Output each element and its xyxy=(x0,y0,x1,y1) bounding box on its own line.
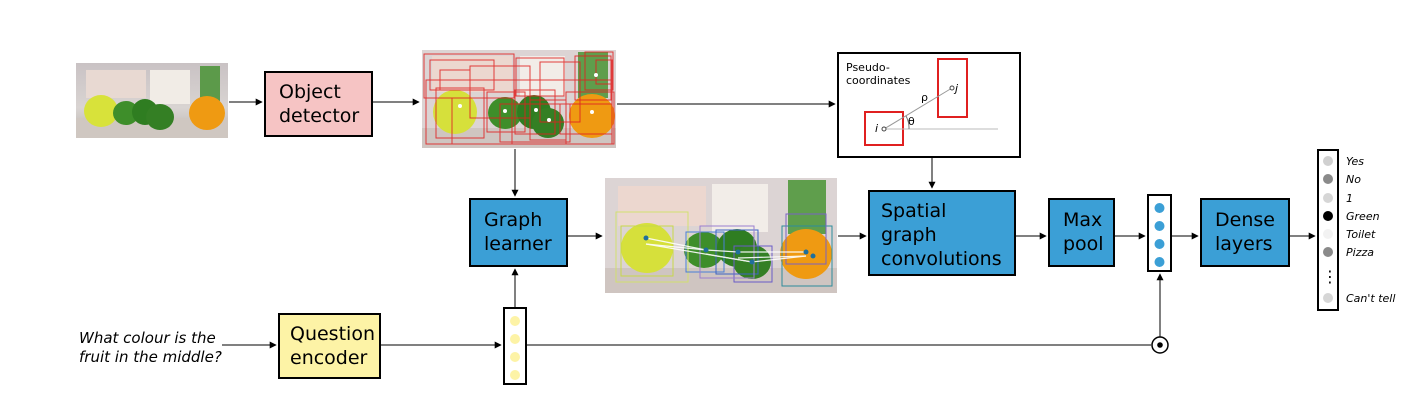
region-j-box xyxy=(937,58,968,118)
answer-dot-1 xyxy=(1323,193,1333,203)
node-j-label: j xyxy=(953,82,959,95)
pooled-feature-vector xyxy=(1147,194,1172,272)
max-pool-label-2: pool xyxy=(1063,233,1104,255)
spatial-label-3: convolutions xyxy=(881,248,1002,270)
spatial-label-1: Spatial xyxy=(881,200,946,222)
pseudo-title-2: coordinates xyxy=(846,74,911,87)
graph-learner-label-2: learner xyxy=(484,233,552,255)
answer-label-yes: Yes xyxy=(1346,155,1364,168)
node-j xyxy=(949,85,955,91)
answer-ellipsis: ⋮ xyxy=(1322,267,1338,286)
input-image xyxy=(76,63,228,138)
graph-learner-box: Graph learner xyxy=(469,198,568,267)
object-detector-label-2: detector xyxy=(279,105,359,127)
answer-label-no: No xyxy=(1346,173,1361,186)
node-i xyxy=(881,126,887,132)
learned-graph-image xyxy=(605,178,837,293)
detected-regions-image xyxy=(422,50,616,148)
question-encoder-label-1: Question xyxy=(290,323,375,345)
answer-label-cant-tell: Can't tell xyxy=(1346,292,1395,305)
node-i-label: i xyxy=(875,122,878,135)
dense-label-1: Dense xyxy=(1215,209,1275,231)
arrows xyxy=(222,98,1316,349)
max-pool-box: Max pool xyxy=(1048,198,1115,267)
max-pool-label-1: Max xyxy=(1063,209,1102,231)
answer-label-pizza: Pizza xyxy=(1346,246,1374,259)
rho-label: ρ xyxy=(921,91,928,104)
dense-layers-box: Dense layers xyxy=(1200,198,1290,267)
answer-label-green: Green xyxy=(1346,210,1380,223)
pseudo-title-1: Pseudo- xyxy=(846,61,890,74)
answer-dot-yes xyxy=(1323,156,1333,166)
pseudo-coordinates-panel: Pseudo- coordinates i j ρ θ xyxy=(837,52,1021,158)
question-encoder-label-2: encoder xyxy=(290,347,368,369)
answer-dot-pizza xyxy=(1323,247,1333,257)
object-detector-label-1: Object xyxy=(279,81,341,103)
graph-learner-label-1: Graph xyxy=(484,209,542,231)
object-detector-box: Object detector xyxy=(264,71,373,137)
answer-label-toilet: Toilet xyxy=(1346,228,1376,241)
dense-label-2: layers xyxy=(1215,233,1273,255)
spatial-graph-conv-box: Spatial graph convolutions xyxy=(868,190,1016,276)
answer-vector: ⋮ Yes No 1 Green Toilet Pizza Can't tell xyxy=(1317,149,1395,311)
theta-label: θ xyxy=(908,115,915,128)
question-text: What colour is the fruit in the middle? xyxy=(79,329,222,366)
answer-dot-green xyxy=(1323,211,1333,221)
answer-dot-toilet xyxy=(1323,229,1333,239)
question-encoder-box: Question encoder xyxy=(278,313,381,379)
answer-label-1: 1 xyxy=(1346,192,1353,205)
question-embedding-vector xyxy=(503,307,527,385)
answer-dot-cant-tell xyxy=(1323,293,1333,303)
spatial-label-2: graph xyxy=(881,224,937,246)
question-line-1: What colour is the xyxy=(79,329,216,347)
rho-line xyxy=(883,87,953,130)
fusion-node xyxy=(1151,336,1169,354)
question-line-2: fruit in the middle? xyxy=(79,348,222,366)
answer-dot-no xyxy=(1323,174,1333,184)
